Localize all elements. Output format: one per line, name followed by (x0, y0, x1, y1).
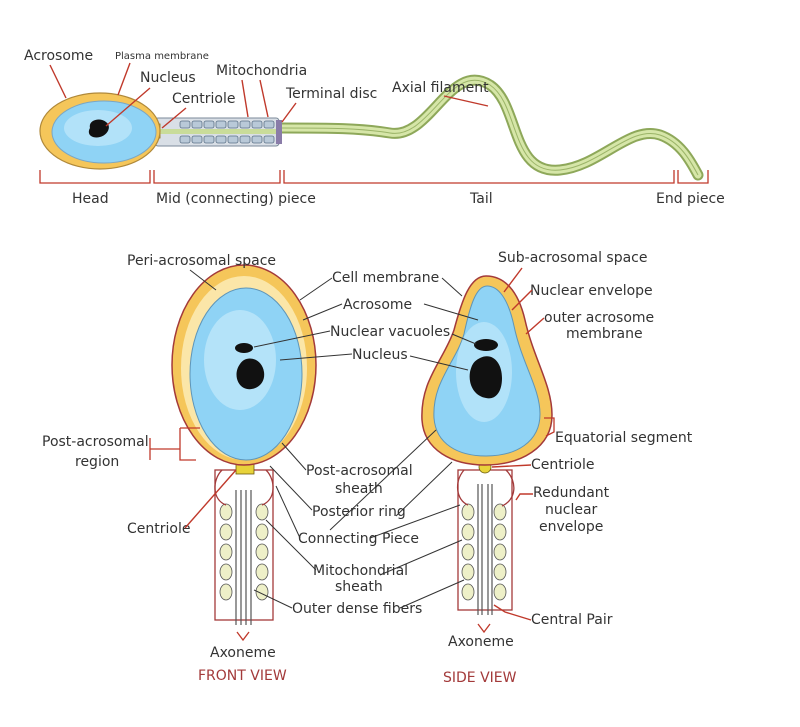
label-equatorial-segment: Equatorial segment (555, 430, 693, 446)
label-terminal-disc: Terminal disc (285, 86, 377, 102)
side-mitochondrial-sheath (461, 503, 507, 601)
side-neck-right (501, 469, 515, 507)
front-nuclear-vacuole (235, 343, 253, 353)
label-post-acrosomal-sheath-1: Post-acrosomal (306, 463, 413, 479)
label-post-acrosomal-sheath-2: sheath (335, 481, 383, 497)
label-acrosome-top: Acrosome (24, 48, 93, 64)
section-tail: Tail (469, 191, 493, 207)
label-outer-acrosome-2: membrane (566, 326, 643, 342)
section-head: Head (72, 191, 109, 207)
front-outer-dense-fibers (235, 490, 252, 625)
section-brackets (39, 170, 709, 184)
label-mitochondrial-sheath-2: sheath (335, 579, 383, 595)
label-front-view: FRONT VIEW (198, 668, 287, 684)
label-nucleus-front: Nucleus (352, 347, 408, 363)
front-neck-left (214, 469, 227, 506)
label-sub-acrosomal-space: Sub-acrosomal space (498, 250, 647, 266)
label-redundant-3: envelope (539, 519, 603, 535)
front-view-illustration (171, 264, 317, 625)
label-nuclear-envelope: Nuclear envelope (530, 283, 653, 299)
label-axoneme-front: Axoneme (210, 645, 276, 661)
top-leader-lines (49, 62, 489, 129)
side-neck-left (457, 469, 469, 506)
label-centriole-top: Centriole (172, 91, 235, 107)
label-cell-membrane: Cell membrane (332, 270, 439, 286)
label-peri-acrosomal-space: Peri-acrosomal space (127, 253, 276, 269)
side-nuclear-vacuole (474, 339, 498, 351)
front-neck-right (261, 469, 274, 506)
mitochondria-row-top (179, 120, 275, 129)
front-leader-lines (149, 269, 353, 642)
label-side-view: SIDE VIEW (443, 670, 517, 686)
axial-filament-line (281, 79, 699, 176)
front-mitochondrial-sheath (219, 503, 269, 601)
front-nucleus-shape (236, 358, 265, 390)
label-post-acrosomal-region-1: Post-acrosomal (42, 434, 149, 450)
label-redundant-2: nuclear (545, 502, 598, 518)
label-centriole-side: Centriole (531, 457, 594, 473)
label-posterior-ring: Posterior ring (312, 504, 406, 520)
section-end-piece: End piece (656, 191, 725, 207)
whole-sperm-illustration (39, 74, 704, 181)
label-axial-filament: Axial filament (392, 80, 489, 96)
section-mid: Mid (connecting) piece (156, 191, 316, 207)
label-redundant-1: Redundant (533, 485, 610, 501)
label-acrosome-front: Acrosome (343, 297, 412, 313)
mitochondria-row-bottom (179, 135, 275, 144)
side-axoneme-fibers (477, 484, 493, 615)
label-post-acrosomal-region-2: region (75, 454, 119, 470)
label-mitochondria: Mitochondria (216, 63, 307, 79)
front-head-highlight (204, 310, 276, 410)
label-nucleus-top: Nucleus (140, 70, 196, 86)
side-view-illustration (421, 275, 553, 615)
side-leader-lines (329, 267, 555, 634)
terminal-disc-shape (276, 120, 282, 144)
label-mitochondrial-sheath-1: Mitochondrial (313, 563, 408, 579)
label-central-pair: Central Pair (531, 612, 613, 628)
label-axoneme-side: Axoneme (448, 634, 514, 650)
label-outer-acrosome-1: outer acrosome (544, 310, 654, 326)
head-nucleus (88, 119, 109, 138)
label-outer-dense-fibers: Outer dense fibers (292, 601, 422, 617)
label-nuclear-vacuoles: Nuclear vacuoles (330, 324, 450, 340)
axial-core (160, 129, 280, 134)
label-connecting-piece: Connecting Piece (298, 531, 419, 547)
side-nucleus-shape (469, 356, 502, 399)
label-centriole-front: Centriole (127, 521, 190, 537)
label-plasma-membrane: Plasma membrane (115, 51, 209, 62)
